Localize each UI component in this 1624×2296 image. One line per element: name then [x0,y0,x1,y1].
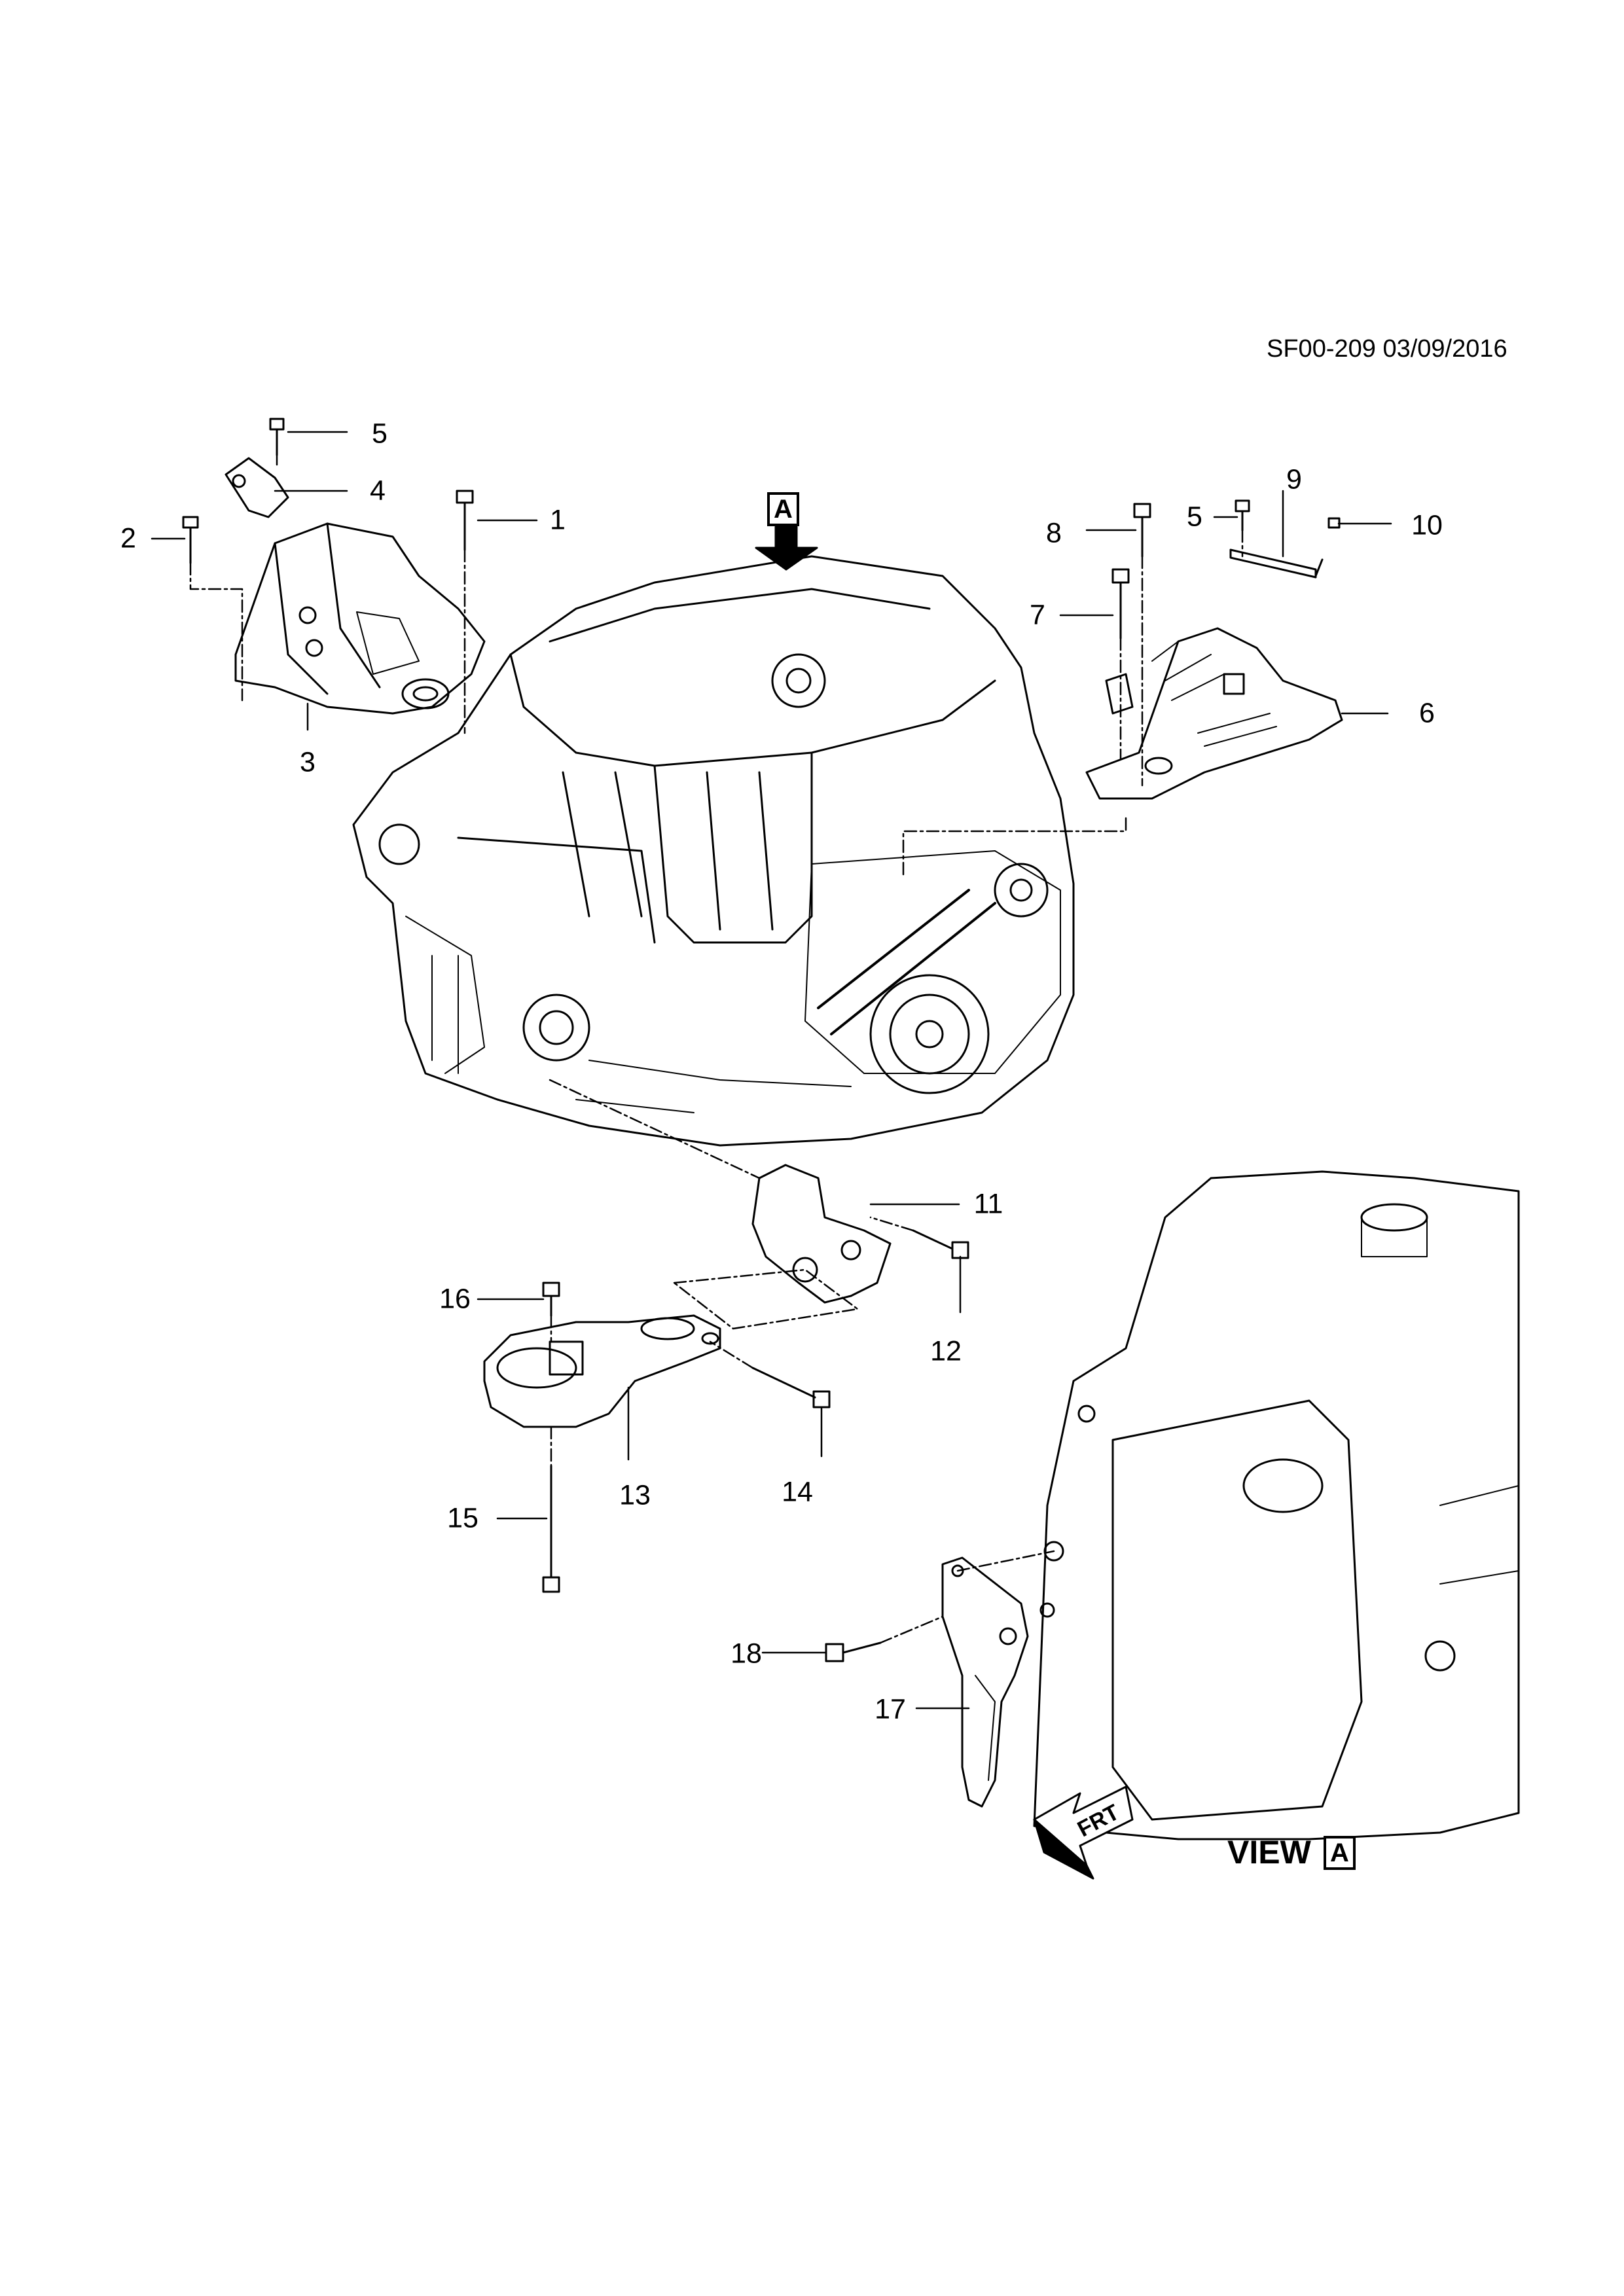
callout-7: 7 [1030,599,1045,631]
lower-bracket [751,1164,892,1304]
callout-2: 2 [120,522,136,554]
right-mount [1085,627,1343,800]
torque-mount [483,1314,721,1428]
transmission-view-a [1033,1170,1520,1840]
callout-13: 13 [619,1479,651,1511]
callout-5-left: 5 [372,418,388,450]
callout-4: 4 [370,475,386,507]
tube-strap [1229,548,1324,579]
fasteners [182,418,1341,1662]
callout-18: 18 [731,1638,762,1670]
callout-15: 15 [447,1502,478,1534]
callout-11: 11 [973,1188,1003,1220]
left-mount-bracket [234,522,486,715]
front-direction-arrow-icon [1033,1785,1134,1880]
view-label: VIEW [1227,1834,1311,1871]
leader-lines [151,431,1392,1710]
callout-9: 9 [1286,463,1302,495]
view-arrow-letter: A [767,492,799,526]
callout-5-right: 5 [1187,501,1202,533]
callout-16: 16 [439,1283,471,1315]
view-label-letter: A [1324,1836,1356,1870]
engine-assembly [352,555,1075,1147]
view-a-arrow-icon [755,526,818,571]
callout-14: 14 [782,1476,813,1508]
rear-bracket [941,1556,1029,1808]
callout-17: 17 [875,1693,906,1725]
callout-8: 8 [1046,517,1062,549]
callout-3: 3 [300,746,316,778]
callout-10: 10 [1411,509,1443,541]
callout-6: 6 [1419,697,1435,729]
small-bracket [225,457,289,518]
assembly-lines [189,454,1244,1644]
callout-1: 1 [550,504,566,536]
callout-12: 12 [930,1335,962,1367]
drawing-reference: SF00-209 03/09/2016 [1267,335,1507,363]
